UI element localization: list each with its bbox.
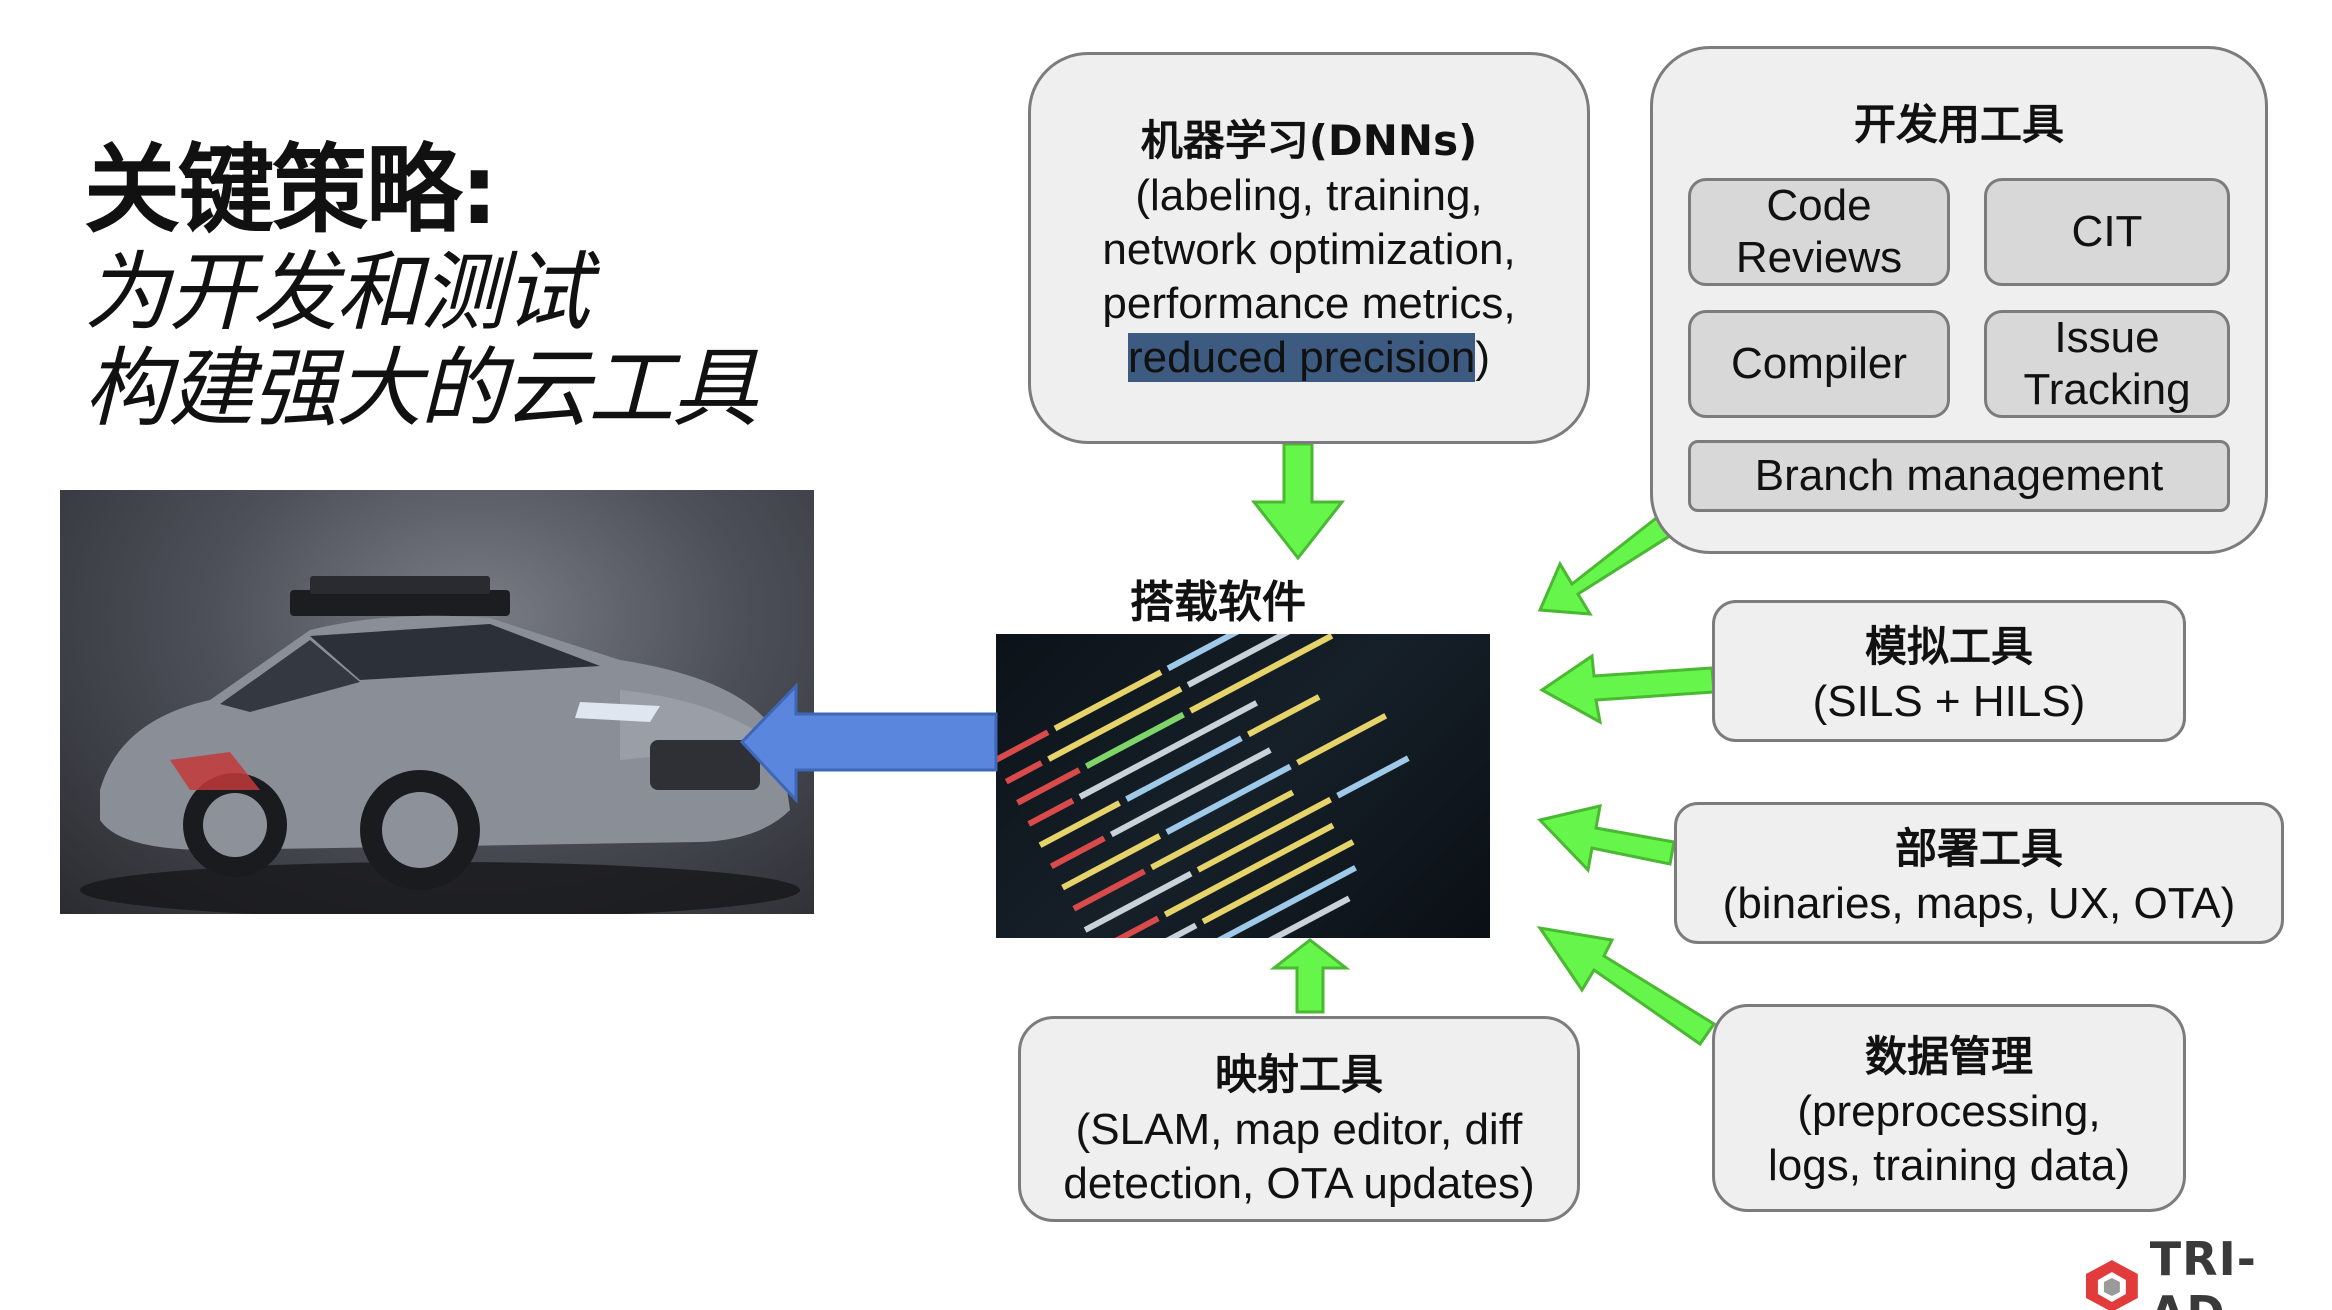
branch-management-tile: Branch management — [1688, 440, 2230, 512]
mapping-heading: 映射工具 — [1214, 1050, 1383, 1099]
simulation-heading: 模拟工具 — [1864, 622, 2033, 671]
simulation-box: 模拟工具 (SILS + HILS) — [1712, 600, 2186, 742]
dev-tools-heading: 开发用工具 — [1853, 100, 2064, 149]
ml-line-4-tail: ) — [1475, 333, 1490, 382]
ml-heading: 机器学习(DNNs) — [1140, 116, 1478, 165]
issue-tracking-line-2: Tracking — [2023, 365, 2191, 414]
issue-tracking-line-1: Issue — [2054, 313, 2160, 362]
slide-title: 关键策略: — [84, 134, 498, 246]
issue-tracking-tile: Issue Tracking — [1984, 310, 2230, 418]
cit-label: CIT — [2071, 207, 2143, 256]
code-reviews-tile: Code Reviews — [1688, 178, 1950, 286]
arrow-deploy-to-software — [1537, 804, 1676, 874]
ml-box: 机器学习(DNNs) (labeling, training, network … — [1028, 52, 1590, 444]
code-reviews-line-2: Reviews — [1735, 233, 1903, 282]
tri-ad-logo: TRI-AD — [2082, 1232, 2332, 1310]
arrow-software-to-car — [739, 682, 998, 804]
deploy-heading: 部署工具 — [1894, 824, 2063, 873]
compiler-tile: Compiler — [1688, 310, 1950, 418]
tri-ad-logo-icon — [2085, 1260, 2138, 1310]
deploy-box: 部署工具 (binaries, maps, UX, OTA) — [1674, 802, 2284, 944]
cit-tile: CIT — [1984, 178, 2230, 286]
ml-line-2: network optimization, — [1102, 225, 1516, 274]
mapping-box: 映射工具 (SLAM, map editor, diff detection, … — [1018, 1016, 1580, 1222]
arrow-data-to-software — [1536, 925, 1717, 1047]
compiler-label: Compiler — [1730, 339, 1908, 388]
slide-subtitle-line-2: 构建强大的云工具 — [84, 339, 758, 439]
arrow-devtools-to-software — [1537, 509, 1679, 616]
arrow-ml-to-software — [1250, 442, 1346, 561]
code-reviews-line-1: Code — [1766, 181, 1872, 230]
deploy-line-1: (binaries, maps, UX, OTA) — [1722, 879, 2236, 928]
ml-highlight-text: reduced precision — [1128, 333, 1476, 382]
arrow-map-to-software — [1269, 938, 1351, 1014]
mapping-line-2: detection, OTA updates) — [1063, 1159, 1535, 1208]
simulation-line-1: (SILS + HILS) — [1812, 677, 2086, 726]
code-screen-photo — [996, 634, 1490, 938]
data-management-line-2: logs, training data) — [1768, 1141, 2130, 1190]
onboard-software-label: 搭载软件 — [1130, 577, 1306, 628]
data-management-line-1: (preprocessing, — [1797, 1087, 2101, 1136]
ml-line-1: (labeling, training, — [1135, 171, 1483, 220]
mapping-line-1: (SLAM, map editor, diff — [1075, 1105, 1523, 1154]
tri-ad-logo-text: TRI-AD — [2149, 1232, 2257, 1310]
slide-subtitle-line-1: 为开发和测试 — [84, 243, 590, 343]
branch-management-label: Branch management — [1754, 451, 2164, 500]
arrow-sim-to-software — [1539, 653, 1716, 725]
ml-line-3: performance metrics, — [1102, 279, 1516, 328]
car-photo — [60, 490, 814, 914]
data-management-box: 数据管理 (preprocessing, logs, training data… — [1712, 1004, 2186, 1212]
data-management-heading: 数据管理 — [1864, 1032, 2033, 1081]
ml-line-4: reduced precision) — [1031, 331, 1587, 385]
